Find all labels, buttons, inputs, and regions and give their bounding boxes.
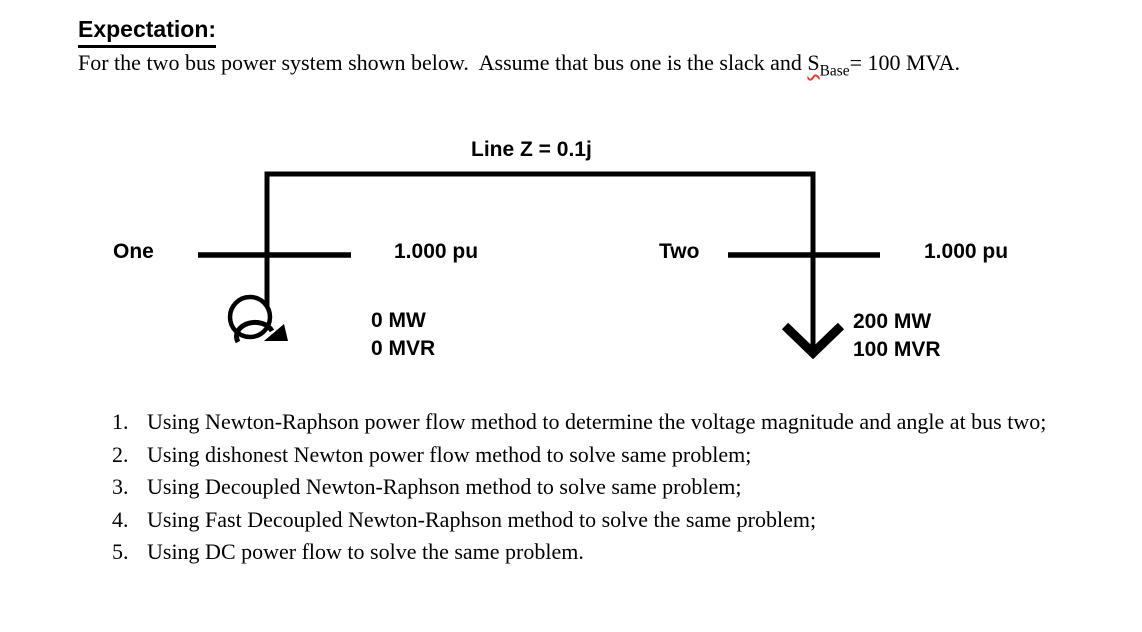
- generator-mw-label: 0 MW: [371, 309, 426, 332]
- task-item: 2. Using dishonest Newton power flow met…: [112, 439, 1072, 472]
- task-text: Using DC power flow to solve the same pr…: [147, 539, 584, 564]
- task-number: 4.: [112, 506, 129, 532]
- bus-two-voltage-label: 1.000 pu: [924, 240, 1009, 263]
- page-title: Expectation:: [78, 16, 217, 48]
- intro-paragraph: For the two bus power system shown below…: [78, 49, 1098, 79]
- generator-mvr-label: 0 MVR: [371, 337, 436, 360]
- task-number: 5.: [112, 539, 129, 564]
- sbase-symbol: S: [807, 50, 820, 75]
- task-item: 1. Using Newton-Raphson power flow metho…: [112, 406, 1072, 439]
- bus-two-name-label: Two: [659, 240, 700, 263]
- load-mw-label: 200 MW: [853, 310, 932, 333]
- task-number: 1.: [112, 409, 129, 434]
- task-number: 3.: [112, 474, 129, 499]
- load-mvr-label: 100 MVR: [853, 338, 941, 361]
- task-item: 4. Using Fast Decoupled Newton-Raphson m…: [112, 504, 1072, 537]
- task-list: 1. Using Newton-Raphson power flow metho…: [112, 406, 1072, 569]
- intro-text-after: = 100 MVA.: [849, 50, 960, 75]
- sbase-subscript: Base: [819, 62, 850, 80]
- sbase-symbol-misspelling: SBase: [807, 50, 849, 79]
- generator-icon: [227, 294, 288, 344]
- intro-text-before: For the two bus power system shown below…: [78, 50, 808, 75]
- task-number: 2.: [112, 441, 129, 467]
- task-text: Using Fast Decoupled Newton-Raphson meth…: [147, 506, 817, 532]
- load-arrow-icon: [781, 322, 845, 360]
- bus-one-name-label: One: [113, 240, 154, 263]
- line-impedance-label: Line Z = 0.1j: [471, 138, 592, 161]
- task-item: 5. Using DC power flow to solve the same…: [112, 536, 1072, 569]
- task-item: 3. Using Decoupled Newton-Raphson method…: [112, 471, 1072, 504]
- task-text: Using Decoupled Newton-Raphson method to…: [147, 474, 742, 499]
- task-text: Using dishonest Newton power flow method…: [147, 441, 752, 467]
- bus-one-voltage-label: 1.000 pu: [394, 240, 479, 263]
- task-text: Using Newton-Raphson power flow method t…: [147, 409, 1047, 434]
